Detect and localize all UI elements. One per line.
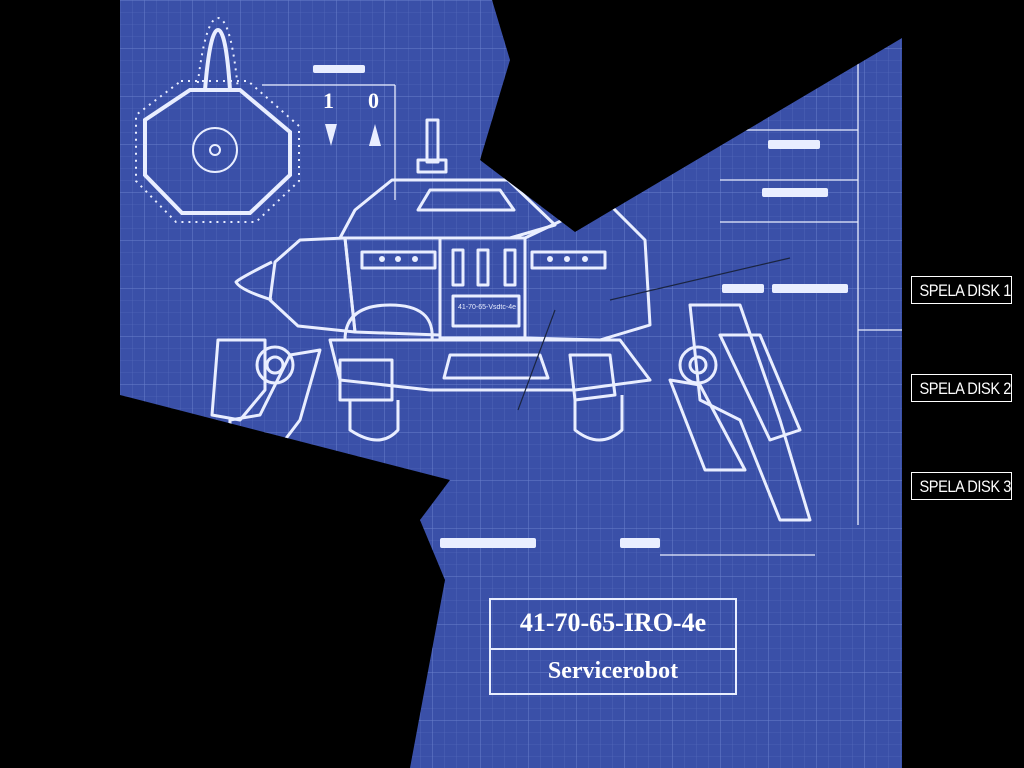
model-name: Servicerobot — [547, 658, 679, 684]
robot-plate-text: 41-70-65-Vsdtc-4e — [458, 304, 516, 311]
counter-right-label: 0 — [368, 88, 379, 113]
play-disk-3-button[interactable]: SPELA DISK 3 — [911, 472, 1012, 500]
blueprint-title-box: 41-70-65-IRO-4e Servicerobot — [489, 598, 737, 695]
play-disk-1-button[interactable]: SPELA DISK 1 — [911, 276, 1012, 304]
model-code: 41-70-65-IRO-4e — [519, 608, 707, 637]
counter-left-label: 1 — [323, 88, 334, 113]
play-disk-2-button[interactable]: SPELA DISK 2 — [911, 374, 1012, 402]
title-divider — [491, 648, 735, 650]
